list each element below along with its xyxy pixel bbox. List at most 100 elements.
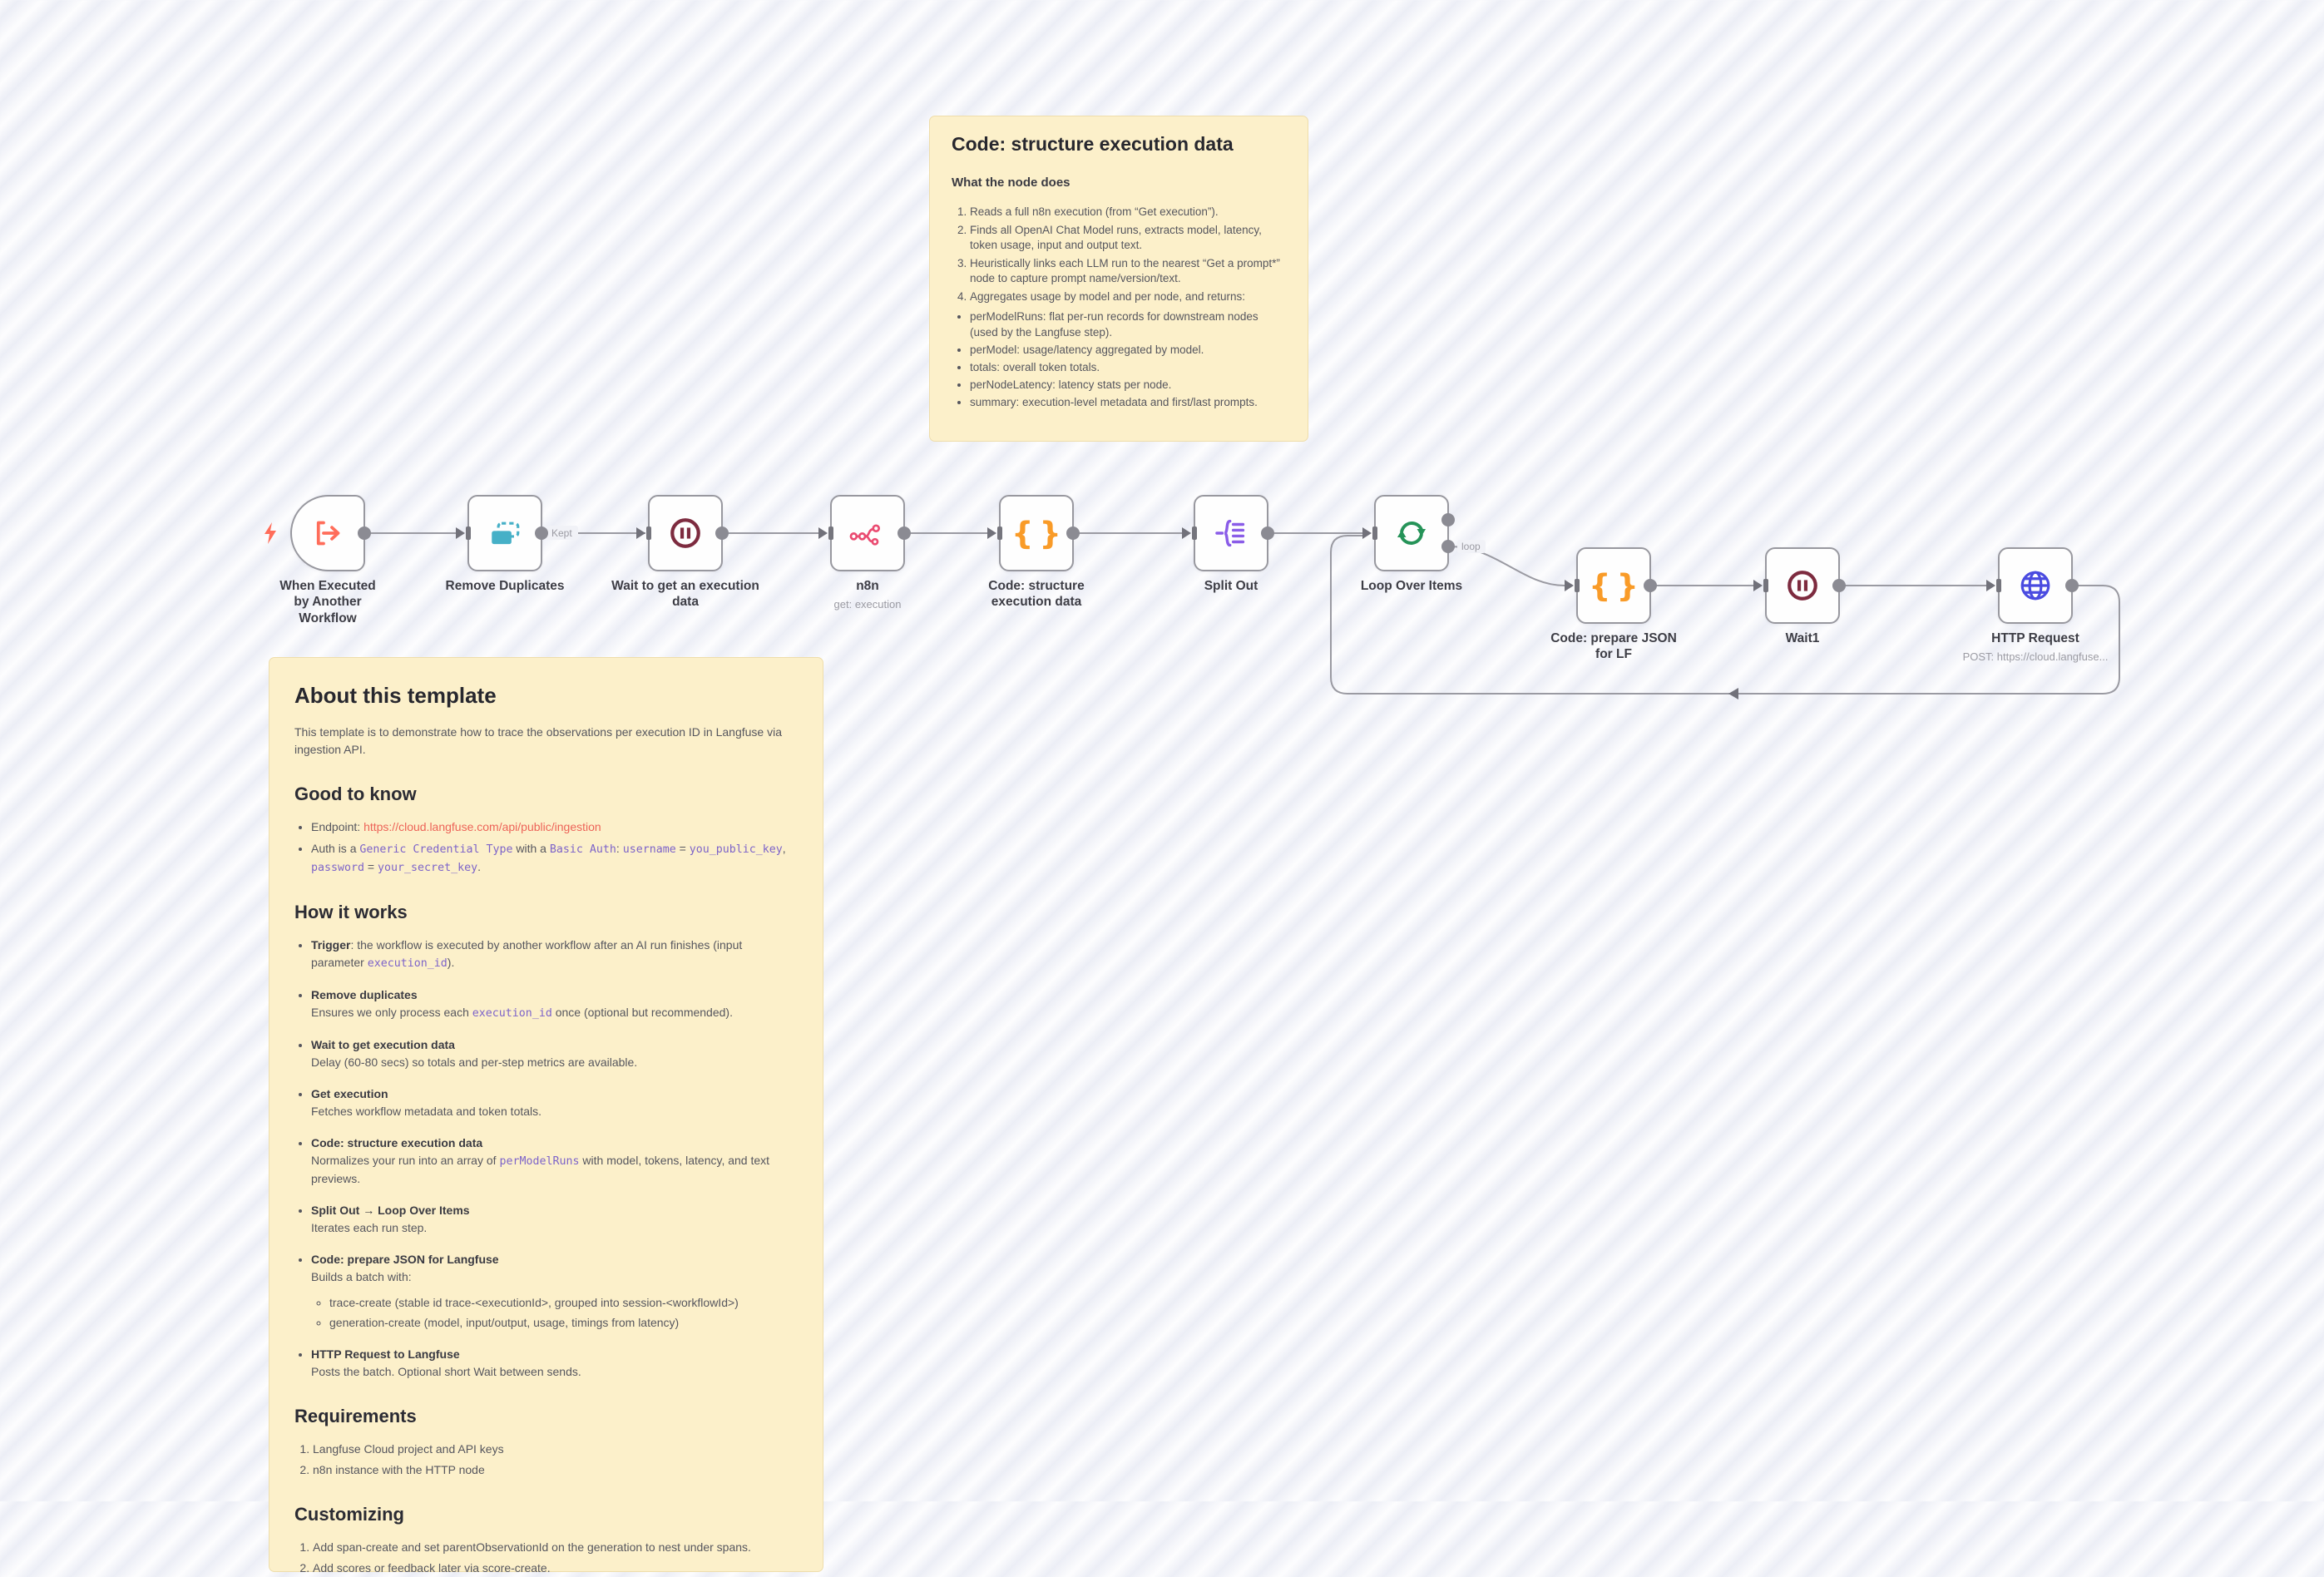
input-port[interactable] [1996,579,2001,592]
list-item: n8n instance with the HTTP node [313,1461,798,1479]
connection-label-kept: Kept [551,527,572,539]
output-port[interactable] [2065,579,2079,592]
requirements-list: Langfuse Cloud project and API keys n8n … [294,1441,798,1479]
node-remove-duplicates[interactable]: Remove Duplicates [446,495,565,593]
step-split-loop: Split Out → Loop Over Items Iterates eac… [311,1202,798,1237]
list-item: summary: execution-level metadata and fi… [970,395,1286,410]
node-code-prepare-json-for-lf[interactable]: {} Code: prepare JSON for LF [1550,547,1677,661]
pause-icon [670,518,700,548]
node-subtitle: POST: https://cloud.langfuse... [1962,650,2109,663]
list-item: totals: overall token totals. [970,360,1286,375]
step-wait: Wait to get execution data Delay (60-80 … [311,1036,798,1071]
split-out-icon [1215,519,1245,547]
list-item: generation-create (model, input/output, … [329,1314,798,1332]
connection-label-loop: loop [1461,541,1481,552]
sticky-note-about-template[interactable]: About this template This template is to … [269,657,823,1575]
node-box[interactable] [1192,495,1274,571]
node-wait1[interactable]: Wait1 [1763,547,1846,645]
auth-item: Auth is a Generic Credential Type with a… [311,840,798,877]
lightning-bolt-icon [265,522,276,544]
how-it-works-list: Trigger: the workflow is executed by ano… [294,937,798,1381]
pause-icon [1788,571,1817,601]
node-loop-over-items[interactable]: Loop Over Items [1361,495,1462,593]
node-box[interactable]: {} [1575,547,1657,624]
batch-sublist: trace-create (stable id trace-<execution… [311,1294,798,1332]
step-prepare-json: Code: prepare JSON for Langfuse Builds a… [311,1251,798,1332]
loop-icon [1397,522,1427,545]
node-label: Code: prepare JSON for LF [1550,631,1677,662]
node-box[interactable] [646,495,729,571]
sticky-subheading: What the node does [952,175,1071,190]
node-wait-to-get-an-execution-data[interactable]: Wait to get an execution data [611,495,759,609]
list-item: perModelRuns: flat per-run records for d… [970,309,1286,339]
template-description: This template is to demonstrate how to t… [294,725,782,756]
input-port[interactable] [466,526,471,540]
sticky-note-code-structure[interactable]: Code: structure execution data What the … [929,116,1308,442]
list-item: trace-create (stable id trace-<execution… [329,1294,798,1312]
input-port[interactable] [1192,526,1197,540]
section-heading-how-it-works: How it works [294,901,408,922]
input-port[interactable] [828,526,833,540]
endpoint-item[interactable]: Endpoint: https://cloud.langfuse.com/api… [311,818,798,836]
execute-workflow-trigger-icon [316,521,340,546]
output-port[interactable] [715,526,729,540]
sticky-title: About this template [294,683,497,708]
node-box[interactable] [1996,547,2079,624]
input-port[interactable] [1575,579,1580,592]
list-item: Aggregates usage by model and per node, … [970,289,1286,304]
output-port[interactable] [535,526,548,540]
node-box[interactable]: {} [997,495,1080,571]
step-get-execution: Get execution Fetches workflow metadata … [311,1085,798,1120]
node-label: Remove Duplicates [445,579,565,593]
output-port[interactable] [1261,526,1274,540]
customizing-list: Add span-create and set parentObservatio… [294,1539,798,1577]
node-n8n-get-execution[interactable]: n8n get: execution [828,495,911,611]
node-box[interactable] [290,495,371,571]
node-box[interactable] [828,495,911,571]
node-label: When Executed by Another Workflow [279,579,376,625]
node-http-request[interactable]: HTTP Request POST: https://cloud.langfus… [1963,547,2108,663]
list-item: Finds all OpenAI Chat Model runs, extrac… [970,223,1286,253]
step-code-structure: Code: structure execution data Normalize… [311,1135,798,1188]
input-port[interactable] [646,526,651,540]
remove-duplicates-icon [492,522,520,545]
input-port[interactable] [1372,526,1377,540]
section-heading-customizing: Customizing [294,1503,404,1525]
sticky-title: Code: structure execution data [952,133,1234,155]
node-label: Wait1 [1785,631,1820,645]
globe-icon [2020,571,2050,601]
node-box[interactable] [1763,547,1846,624]
list-item: Reads a full n8n execution (from “Get ex… [970,205,1286,220]
section-heading-requirements: Requirements [294,1405,417,1426]
node-when-executed-by-another-workflow[interactable]: When Executed by Another Workflow [279,495,376,625]
input-port[interactable] [997,526,1002,540]
node-label: Code: structure execution data [988,579,1085,610]
sticky-numbered-list: Reads a full n8n execution (from “Get ex… [952,205,1286,304]
node-split-out[interactable]: Split Out [1192,495,1274,593]
node-code-structure-execution-data[interactable]: {} Code: structure execution data [988,495,1085,609]
output-port[interactable] [897,526,911,540]
output-port[interactable] [1644,579,1657,592]
output-port-loop[interactable] [1441,540,1455,553]
list-item: Add scores or feedback later via score-c… [313,1560,798,1577]
input-port[interactable] [1763,579,1768,592]
section-heading-good-to-know: Good to know [294,784,417,804]
list-item: Heuristically links each LLM run to the … [970,256,1286,286]
list-item: Add span-create and set parentObservatio… [313,1539,798,1556]
step-remove-duplicates: Remove duplicates Ensures we only proces… [311,986,798,1022]
node-subtitle: get: execution [833,598,902,611]
output-port[interactable] [1832,579,1846,592]
node-box[interactable] [1372,495,1455,571]
n8n-icon [849,524,881,546]
step-trigger: Trigger: the workflow is executed by ano… [311,937,798,972]
list-item: Langfuse Cloud project and API keys [313,1441,798,1458]
output-port-done[interactable] [1441,513,1455,526]
output-port[interactable] [358,526,371,540]
sticky-bullet-list: perModelRuns: flat per-run records for d… [952,309,1286,409]
node-label: n8n [856,579,879,593]
node-box[interactable] [466,495,548,571]
node-label: Split Out [1204,579,1258,593]
node-label: Wait to get an execution data [611,579,759,610]
output-port[interactable] [1066,526,1080,540]
